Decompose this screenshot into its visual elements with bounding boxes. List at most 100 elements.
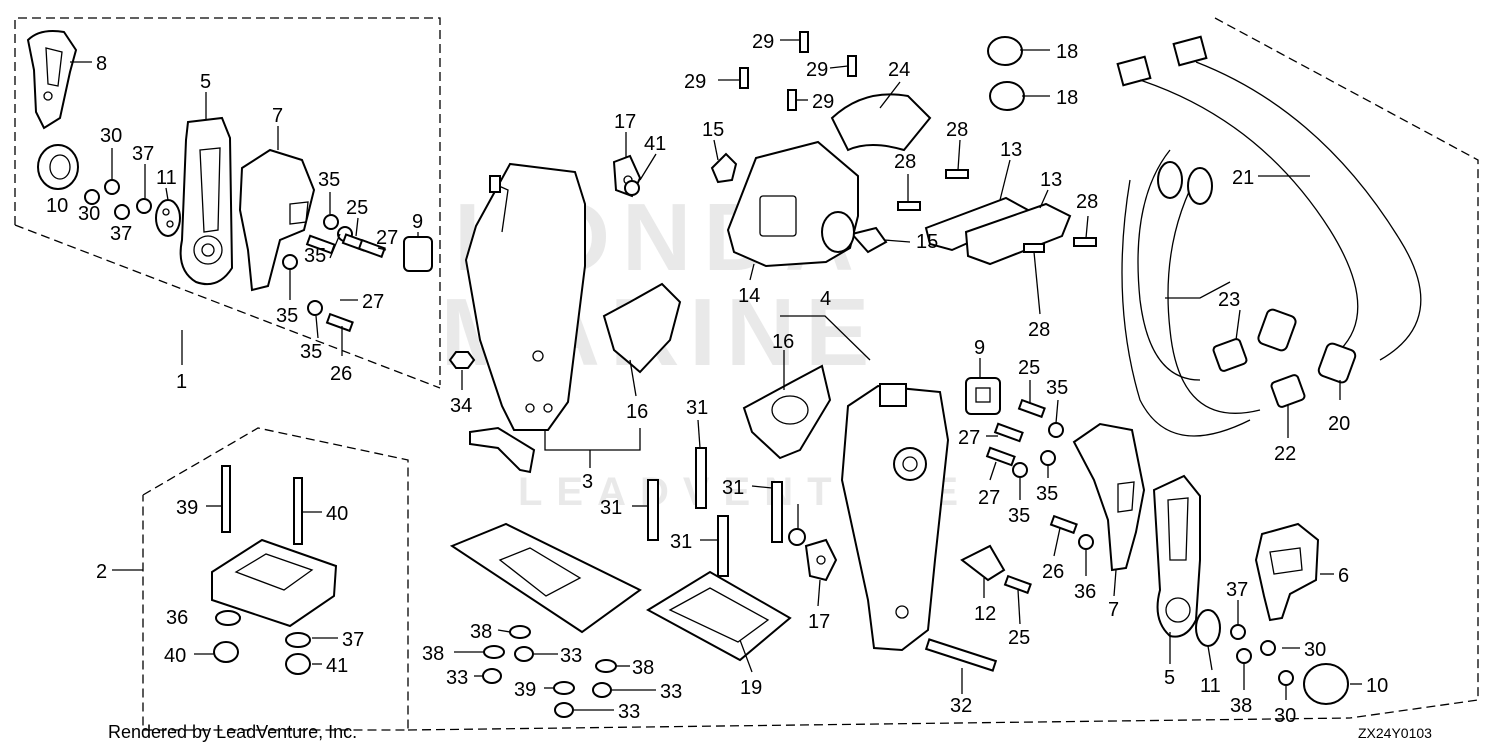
callout-16: 16 xyxy=(626,401,648,423)
callout-35: 35 xyxy=(300,341,322,363)
part-39-bolt xyxy=(293,477,303,545)
bolts-31 xyxy=(647,447,783,577)
part-38-washer xyxy=(483,645,505,659)
bracket-4 xyxy=(780,315,871,361)
part-7-cover xyxy=(238,148,316,292)
callout-38: 38 xyxy=(470,621,492,643)
part-35-washer xyxy=(1078,534,1094,550)
part-41-clip xyxy=(788,528,806,546)
callout-labels: 1 2 3 4 5 5 6 7 7 8 9 9 10 10 11 11 12 1… xyxy=(46,31,1388,727)
callout-33: 33 xyxy=(560,645,582,667)
callout-35: 35 xyxy=(318,169,340,191)
part-32-bolt xyxy=(924,638,998,672)
callout-39: 40 xyxy=(326,503,348,525)
part-29-screw xyxy=(847,55,857,77)
part-35-washer xyxy=(1040,450,1056,466)
callout-3: 3 xyxy=(582,471,593,493)
callout-21: 21 xyxy=(1232,167,1254,189)
callout-7: 7 xyxy=(272,105,283,127)
callout-8: 8 xyxy=(96,53,107,75)
part-28-screw xyxy=(897,201,921,211)
part-35-washer xyxy=(1012,462,1028,478)
outline-left xyxy=(14,17,441,385)
callout-30: 30 xyxy=(1274,705,1296,727)
part-38-washer xyxy=(553,681,575,695)
part-38-washer xyxy=(595,659,617,673)
callout-20: 20 xyxy=(1328,413,1350,435)
part-40-nut xyxy=(285,653,311,675)
part-33-nut xyxy=(554,702,574,718)
part-35-washer xyxy=(323,214,339,230)
part-15-clip xyxy=(710,152,888,254)
callout-2: 2 xyxy=(96,561,107,583)
part-23-connector xyxy=(1157,161,1183,199)
part-16-gasket-right xyxy=(742,364,832,460)
part-16-gasket xyxy=(602,282,682,374)
callout-18: 18 xyxy=(1056,41,1078,63)
callout-33: 33 xyxy=(618,701,640,723)
part-31-bolt xyxy=(771,481,783,543)
callout-1: 1 xyxy=(176,371,187,393)
part-38-washer xyxy=(509,625,531,639)
part-27-bolt xyxy=(985,446,1016,467)
part-gasket-plate xyxy=(449,522,642,634)
callout-31: 31 xyxy=(722,477,744,499)
part-5-lever-arm-right xyxy=(1152,474,1201,638)
callout-24: 24 xyxy=(888,59,910,81)
callout-23: 23 xyxy=(1218,289,1240,311)
part-34-nut xyxy=(448,351,476,369)
callout-28: 28 xyxy=(1076,191,1098,213)
callout-38: 39 xyxy=(514,679,536,701)
part-9-cap-right xyxy=(965,377,1001,415)
part-35-washer xyxy=(307,300,323,316)
callout-37: 38 xyxy=(1230,695,1252,717)
callout-18: 18 xyxy=(1056,87,1078,109)
part-13-brackets xyxy=(924,196,1072,266)
group-outlines xyxy=(14,17,1479,731)
part-37-nut xyxy=(1230,624,1246,640)
part-11-washer-right xyxy=(1195,609,1221,647)
part-30-bolt xyxy=(84,189,100,205)
part-19-gasket xyxy=(646,570,792,662)
part-26-bolt xyxy=(325,312,354,333)
leader-lines xyxy=(57,39,1362,711)
part-36-washer xyxy=(285,632,311,648)
part-23-connector xyxy=(1212,338,1248,372)
callout-25: 25 xyxy=(1018,357,1040,379)
part-25-bolt xyxy=(1017,398,1046,419)
callout-35: 35 xyxy=(304,245,326,267)
part-18-caps xyxy=(987,36,1025,111)
outline-bottom xyxy=(407,717,1351,731)
part-3-control-housing xyxy=(464,162,586,431)
callout-27: 27 xyxy=(376,227,398,249)
part-33-nut xyxy=(514,646,534,662)
callout-27: 27 xyxy=(978,487,1000,509)
callout-27: 27 xyxy=(362,291,384,313)
callout-35: 36 xyxy=(1074,581,1096,603)
callout-28: 28 xyxy=(1028,319,1050,341)
callout-5: 5 xyxy=(1164,667,1175,689)
part-27-bolt xyxy=(357,238,386,259)
part-30-bolt xyxy=(1278,670,1294,686)
callout-36: 37 xyxy=(342,629,364,651)
nuts-33-washers-38 xyxy=(482,625,617,718)
part-30-bolt xyxy=(1260,640,1276,656)
callout-38: 38 xyxy=(422,643,444,665)
part-27-bolt xyxy=(993,422,1024,443)
part-6-lever-grip xyxy=(1254,522,1320,622)
callout-33: 33 xyxy=(446,667,468,689)
part-33-nut xyxy=(592,682,612,698)
part-29-screw xyxy=(799,31,809,53)
part-11-washer xyxy=(155,199,181,237)
part-24-plate xyxy=(830,93,932,152)
part-4-control-box xyxy=(840,383,950,652)
diagram-code: ZX24Y0103 xyxy=(1358,725,1432,741)
part-25-bolt xyxy=(1003,574,1032,595)
callout-34: 34 xyxy=(450,395,472,417)
callout-26: 26 xyxy=(1042,561,1064,583)
callout-25: 25 xyxy=(1008,627,1030,649)
callout-35: 35 xyxy=(1008,505,1030,527)
callout-32: 32 xyxy=(950,695,972,717)
callout-29: 29 xyxy=(684,71,706,93)
